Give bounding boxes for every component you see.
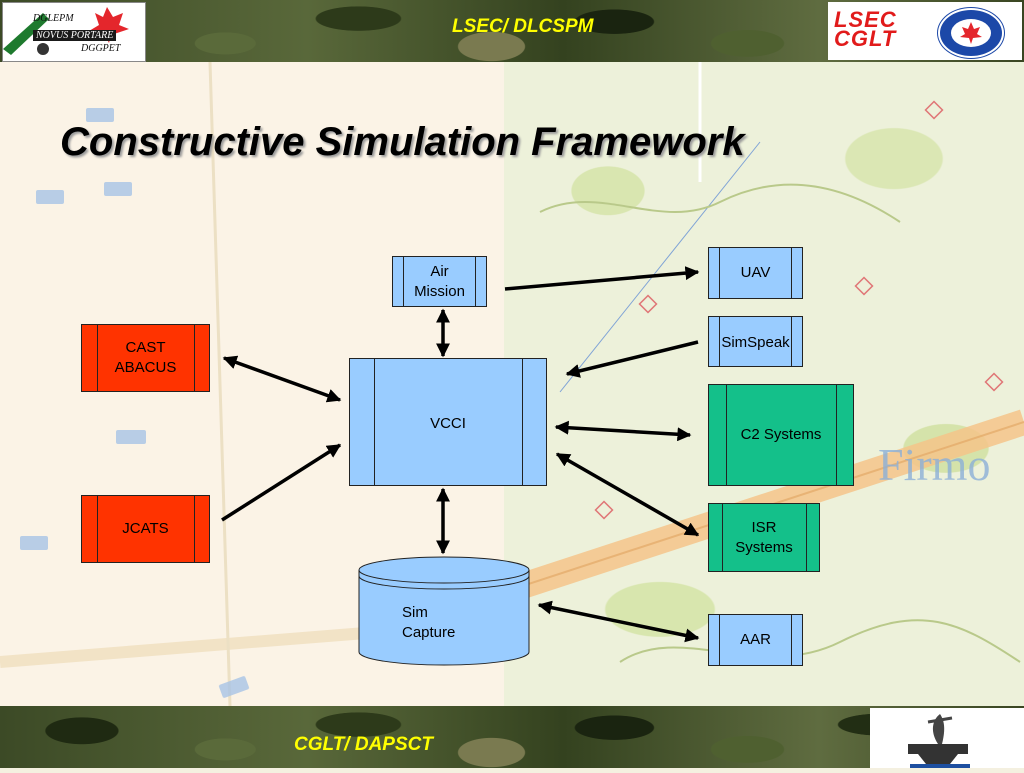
node-jcats-label: JCATS [122,520,169,537]
node-cast-abacus: CAST ABACUS [81,324,210,392]
logo-brand: LSEC CGLT [834,7,897,51]
lsec-cglt-logo: LSEC CGLT [828,2,1022,60]
node-isr-systems-line-2: Systems [735,538,793,556]
node-simspeak-label: SimSpeak [721,334,790,351]
node-air-mission: Air Mission [392,256,487,307]
node-air-mission-line-2: Mission [414,282,465,300]
node-c2-systems: C2 Systems [708,384,854,486]
logo-line-1: DGLEPM [33,13,74,24]
node-cast-abacus-line-2: ABACUS [114,359,177,376]
svg-text:Firmo: Firmo [878,439,990,490]
node-simspeak: SimSpeak [708,316,803,367]
node-vcci: VCCI [349,358,547,486]
node-jcats: JCATS [81,495,210,563]
node-sim-capture-line-1: Sim [402,604,428,621]
node-cast-abacus-line-1: CAST [125,339,166,356]
maple-leaf-icon [3,7,129,55]
seal-icon [938,8,1004,58]
node-isr-systems-line-1: ISR [751,518,777,536]
node-air-mission-line-1: Air [430,262,449,280]
node-uav: UAV [708,247,803,299]
crest-logo [870,708,1024,768]
node-aar: AAR [708,614,803,666]
node-vcci-label: VCCI [430,415,466,432]
node-sim-capture [358,556,530,666]
node-aar-label: AAR [740,631,771,648]
footer-text: CGLT/ DAPSCT [294,734,433,755]
logo-line-2: NOVUS PORTARE [33,30,117,41]
node-c2-systems-label: C2 Systems [740,426,822,443]
node-uav-label: UAV [740,264,771,281]
dglepm-logo: DGLEPM NOVUS PORTARE DGGPET [2,2,146,62]
node-sim-capture-label: Sim Capture [402,603,455,643]
logo-line-3: DGGPET [81,43,121,54]
node-sim-capture-line-2: Capture [402,624,456,641]
logo-brand-line-2: CGLT [834,26,897,51]
bottom-banner: CGLT/ DAPSCT [0,706,1024,768]
page-title: Constructive Simulation Framework [60,120,745,164]
anvil-crest-icon [908,714,970,768]
node-isr-systems: ISR Systems [708,503,820,572]
logo-brand-line-1: LSEC [834,7,897,32]
header-text: LSEC/ DLCSPM [452,16,594,37]
